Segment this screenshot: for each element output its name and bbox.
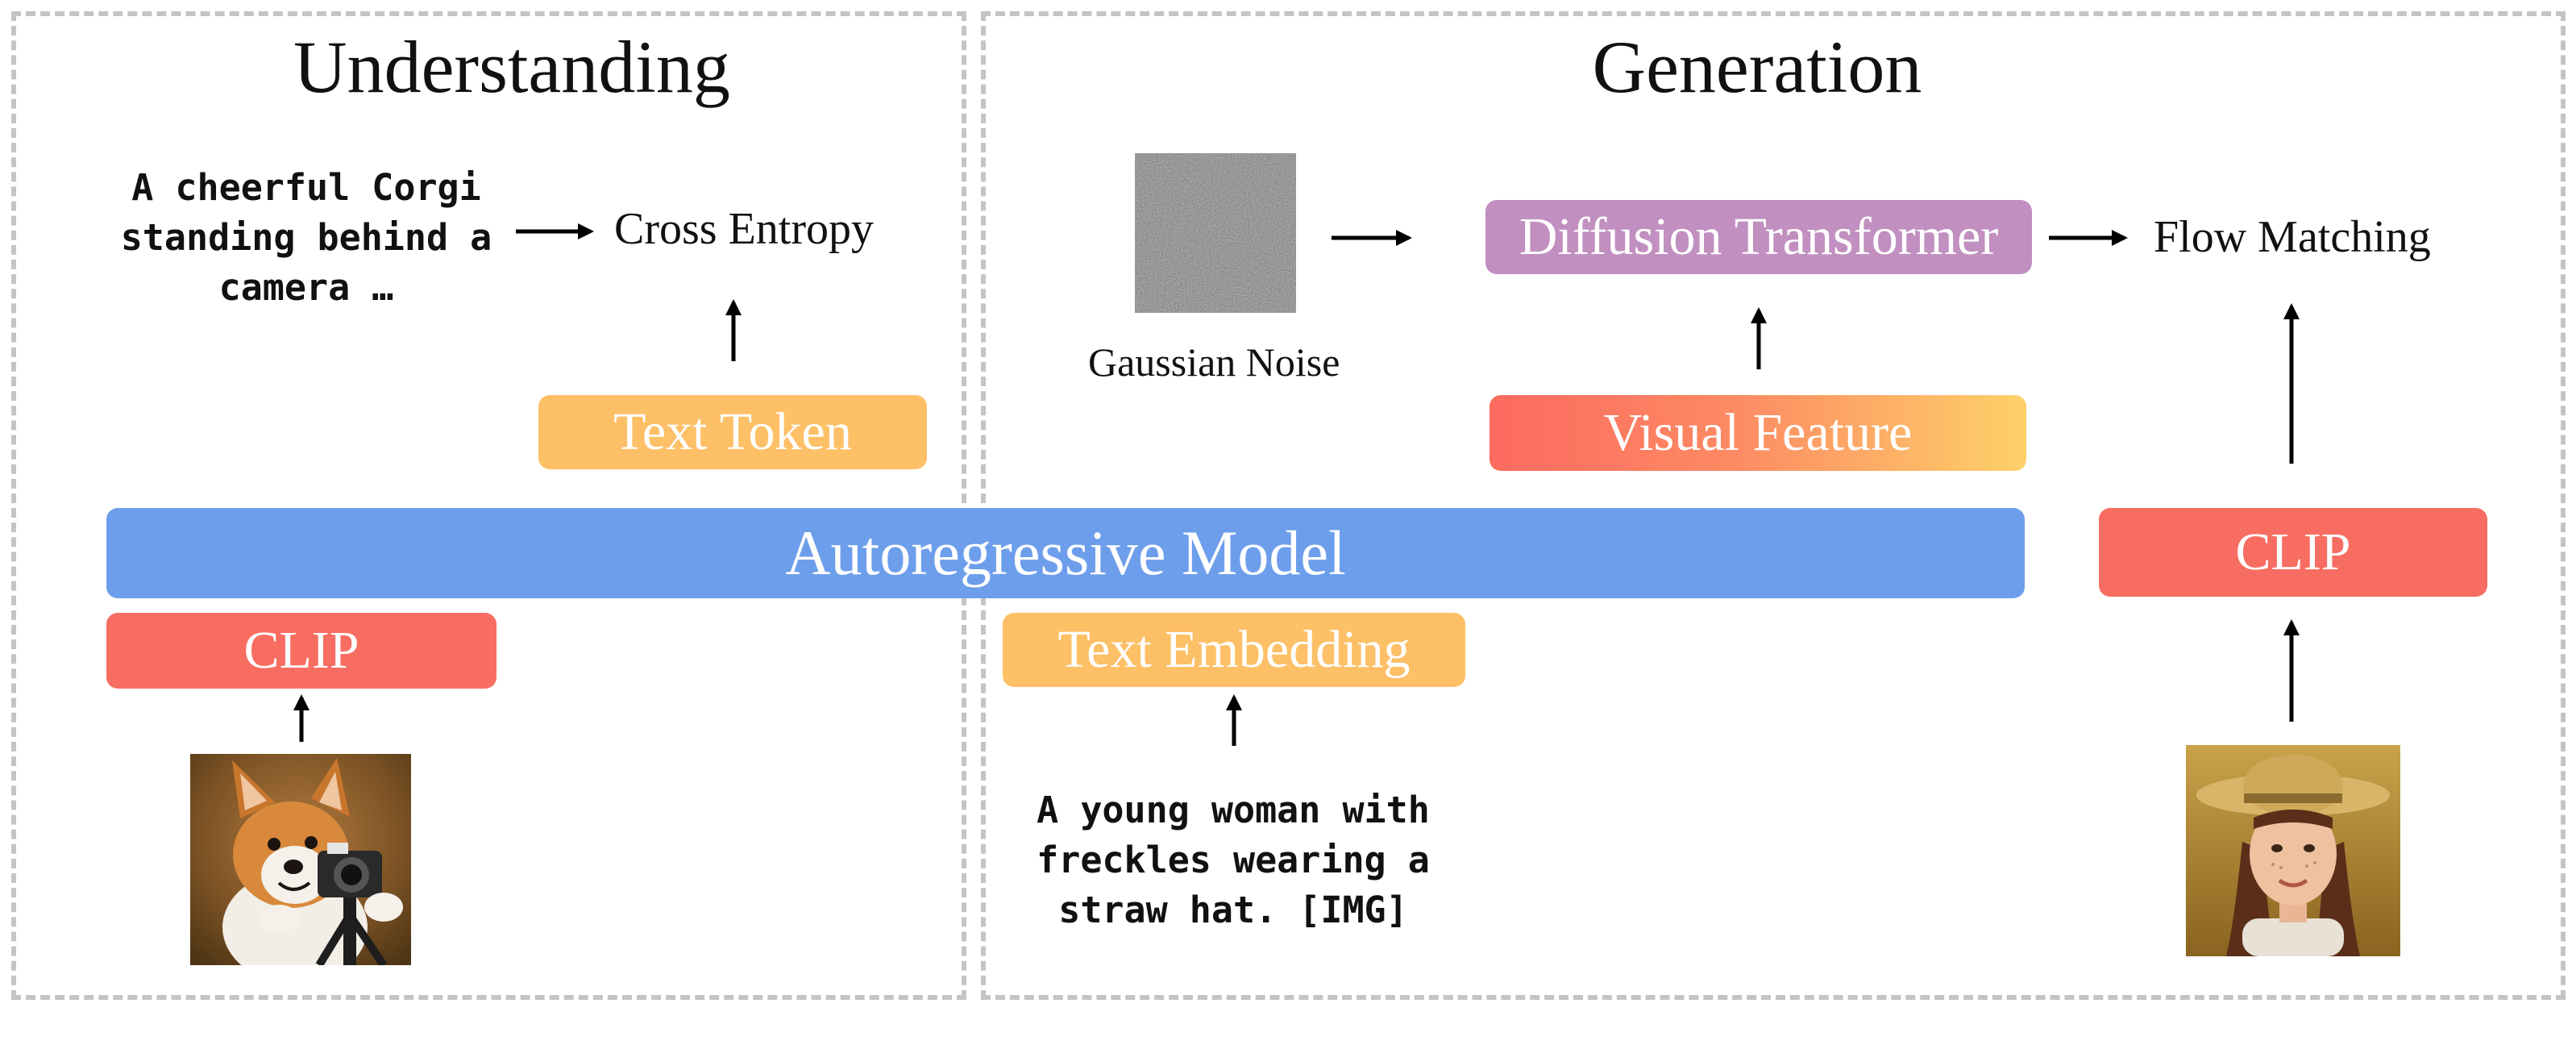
gaussian-noise-image: [1135, 153, 1296, 313]
text-embedding-box: Text Embedding: [1003, 613, 1465, 687]
generation-title: Generation: [1592, 26, 1922, 108]
text-token-box: Text Token: [538, 395, 927, 469]
prompt-line-3: straw hat. [IMG]: [1058, 889, 1408, 931]
understanding-output-text: A cheerful Corgi standing behind a camer…: [64, 163, 548, 313]
gaussian-noise-label: Gaussian Noise: [1088, 339, 1340, 385]
generation-panel: [981, 11, 2566, 1000]
output-line-1: A cheerful Corgi: [131, 166, 481, 209]
clip-box-generation: CLIP: [2099, 508, 2487, 597]
clip-box-understanding: CLIP: [106, 613, 497, 689]
diffusion-transformer-box: Diffusion Transformer: [1485, 200, 2032, 274]
output-line-2: standing behind a: [120, 216, 492, 259]
understanding-title: Understanding: [293, 26, 730, 108]
cross-entropy-label: Cross Entropy: [614, 204, 874, 254]
prompt-line-1: A young woman with: [1037, 789, 1430, 831]
visual-feature-box: Visual Feature: [1490, 395, 2026, 471]
prompt-line-2: freckles wearing a: [1037, 839, 1430, 881]
woman-straw-hat-image: [2186, 745, 2400, 956]
output-line-3: camera …: [218, 266, 394, 309]
generation-prompt-text: A young woman with freckles wearing a st…: [991, 785, 1475, 935]
autoregressive-model-box: Autoregressive Model: [106, 508, 2025, 598]
corgi-camera-image: [190, 754, 411, 965]
flow-matching-label: Flow Matching: [2154, 212, 2431, 262]
understanding-panel: [11, 11, 966, 1000]
